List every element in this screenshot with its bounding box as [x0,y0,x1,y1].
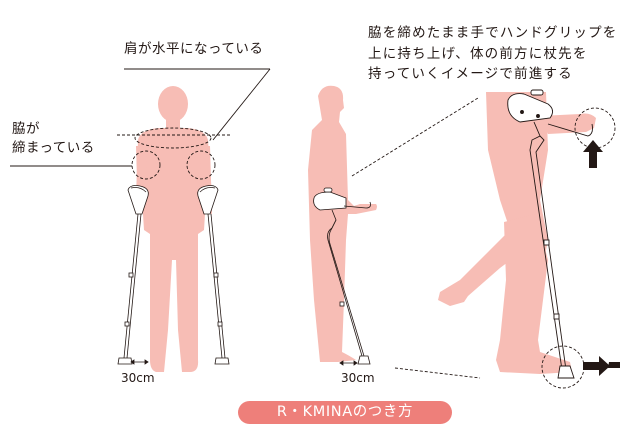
title-badge: R・KMINAのつき方 [238,401,452,424]
armpit-label-line2: 締まっている [12,140,95,156]
instruction-line2: 上に持ち上げ、体の前方に杖先を [368,45,588,62]
instruction-text: 脇を締めたまま手でハンドグリップを 上に持ち上げ、体の前方に杖先を 持っていくイ… [368,23,618,85]
armpit-tight-label: 脇が 締まっている [12,120,95,158]
instruction-line3: 持っていくイメージで前進する [368,66,573,82]
side-view-figure [308,85,377,362]
distance-indicator-left [130,359,149,365]
distance-indicator-middle [339,360,358,366]
right-arrow-icon [583,356,620,376]
walking-figure [438,92,596,374]
distance-label-middle: 30cm [341,371,375,385]
zoom-connector-lines [351,97,481,379]
armpit-label-line1: 脇が [12,121,40,137]
side-crutch [313,187,371,365]
walking-crutch [507,89,593,379]
front-left-crutch [117,185,149,365]
instruction-line1: 脇を締めたまま手でハンドグリップを [368,25,618,41]
shoulder-level-label: 肩が水平になっている [124,41,264,57]
front-right-crutch [197,185,230,365]
front-view-figure [136,86,212,372]
distance-label-left: 30cm [121,371,155,385]
front-annotations [10,68,271,180]
up-arrow-icon [583,140,603,168]
walking-annotations [541,107,616,389]
